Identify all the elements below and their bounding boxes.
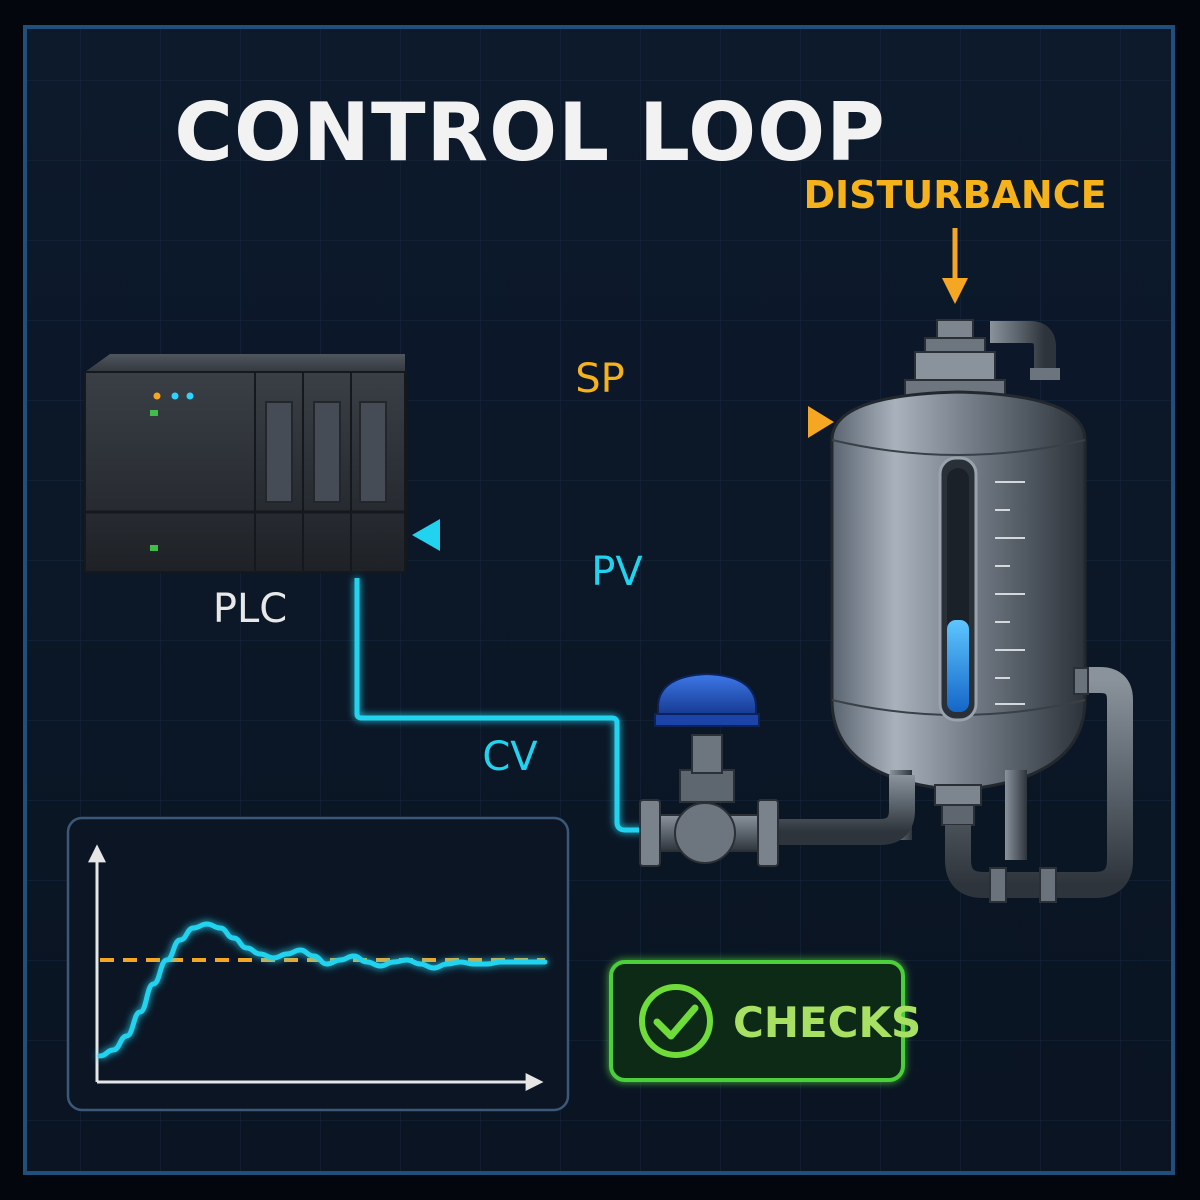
setpoint-signal-line — [408, 406, 834, 438]
cv-label: CV — [482, 734, 538, 780]
plc-rack-icon — [84, 354, 408, 575]
checks-label: CHECKS — [733, 998, 921, 1047]
chart-response-series — [97, 921, 548, 1059]
process-variable-signal-line — [412, 519, 830, 551]
trend-chart — [66, 816, 570, 1112]
sp-label: SP — [575, 356, 625, 402]
checks-badge[interactable]: CHECKS — [609, 960, 921, 1082]
control-variable-signal-line — [354, 578, 645, 833]
process-piping — [770, 667, 1133, 903]
diagram-title: CONTROL LOOP — [174, 86, 885, 179]
tank-icon — [830, 319, 1087, 860]
disturbance-arrow — [942, 228, 968, 304]
plc-label: PLC — [213, 586, 287, 632]
disturbance-label: DISTURBANCE — [803, 173, 1106, 217]
pv-label: PV — [591, 549, 643, 595]
check-circle-icon — [639, 984, 713, 1058]
control-valve-icon — [639, 672, 779, 867]
chart-panel — [66, 816, 570, 1112]
